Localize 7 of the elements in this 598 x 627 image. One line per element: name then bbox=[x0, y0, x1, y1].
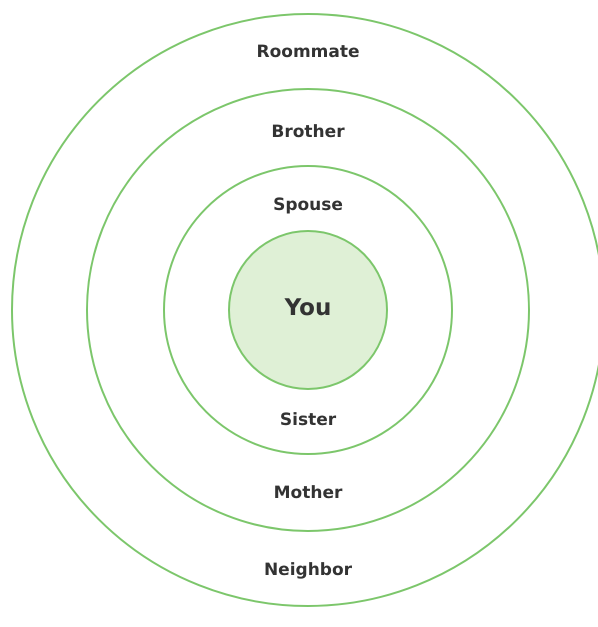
circle-label: Sister bbox=[280, 410, 336, 430]
circle-label: Mother bbox=[274, 483, 342, 503]
circle-label: Neighbor bbox=[264, 560, 352, 580]
circle-label: Roommate bbox=[256, 42, 360, 62]
circle-label: Spouse bbox=[273, 195, 343, 215]
circle-label: Brother bbox=[271, 122, 345, 142]
circle-label: You bbox=[284, 295, 332, 321]
